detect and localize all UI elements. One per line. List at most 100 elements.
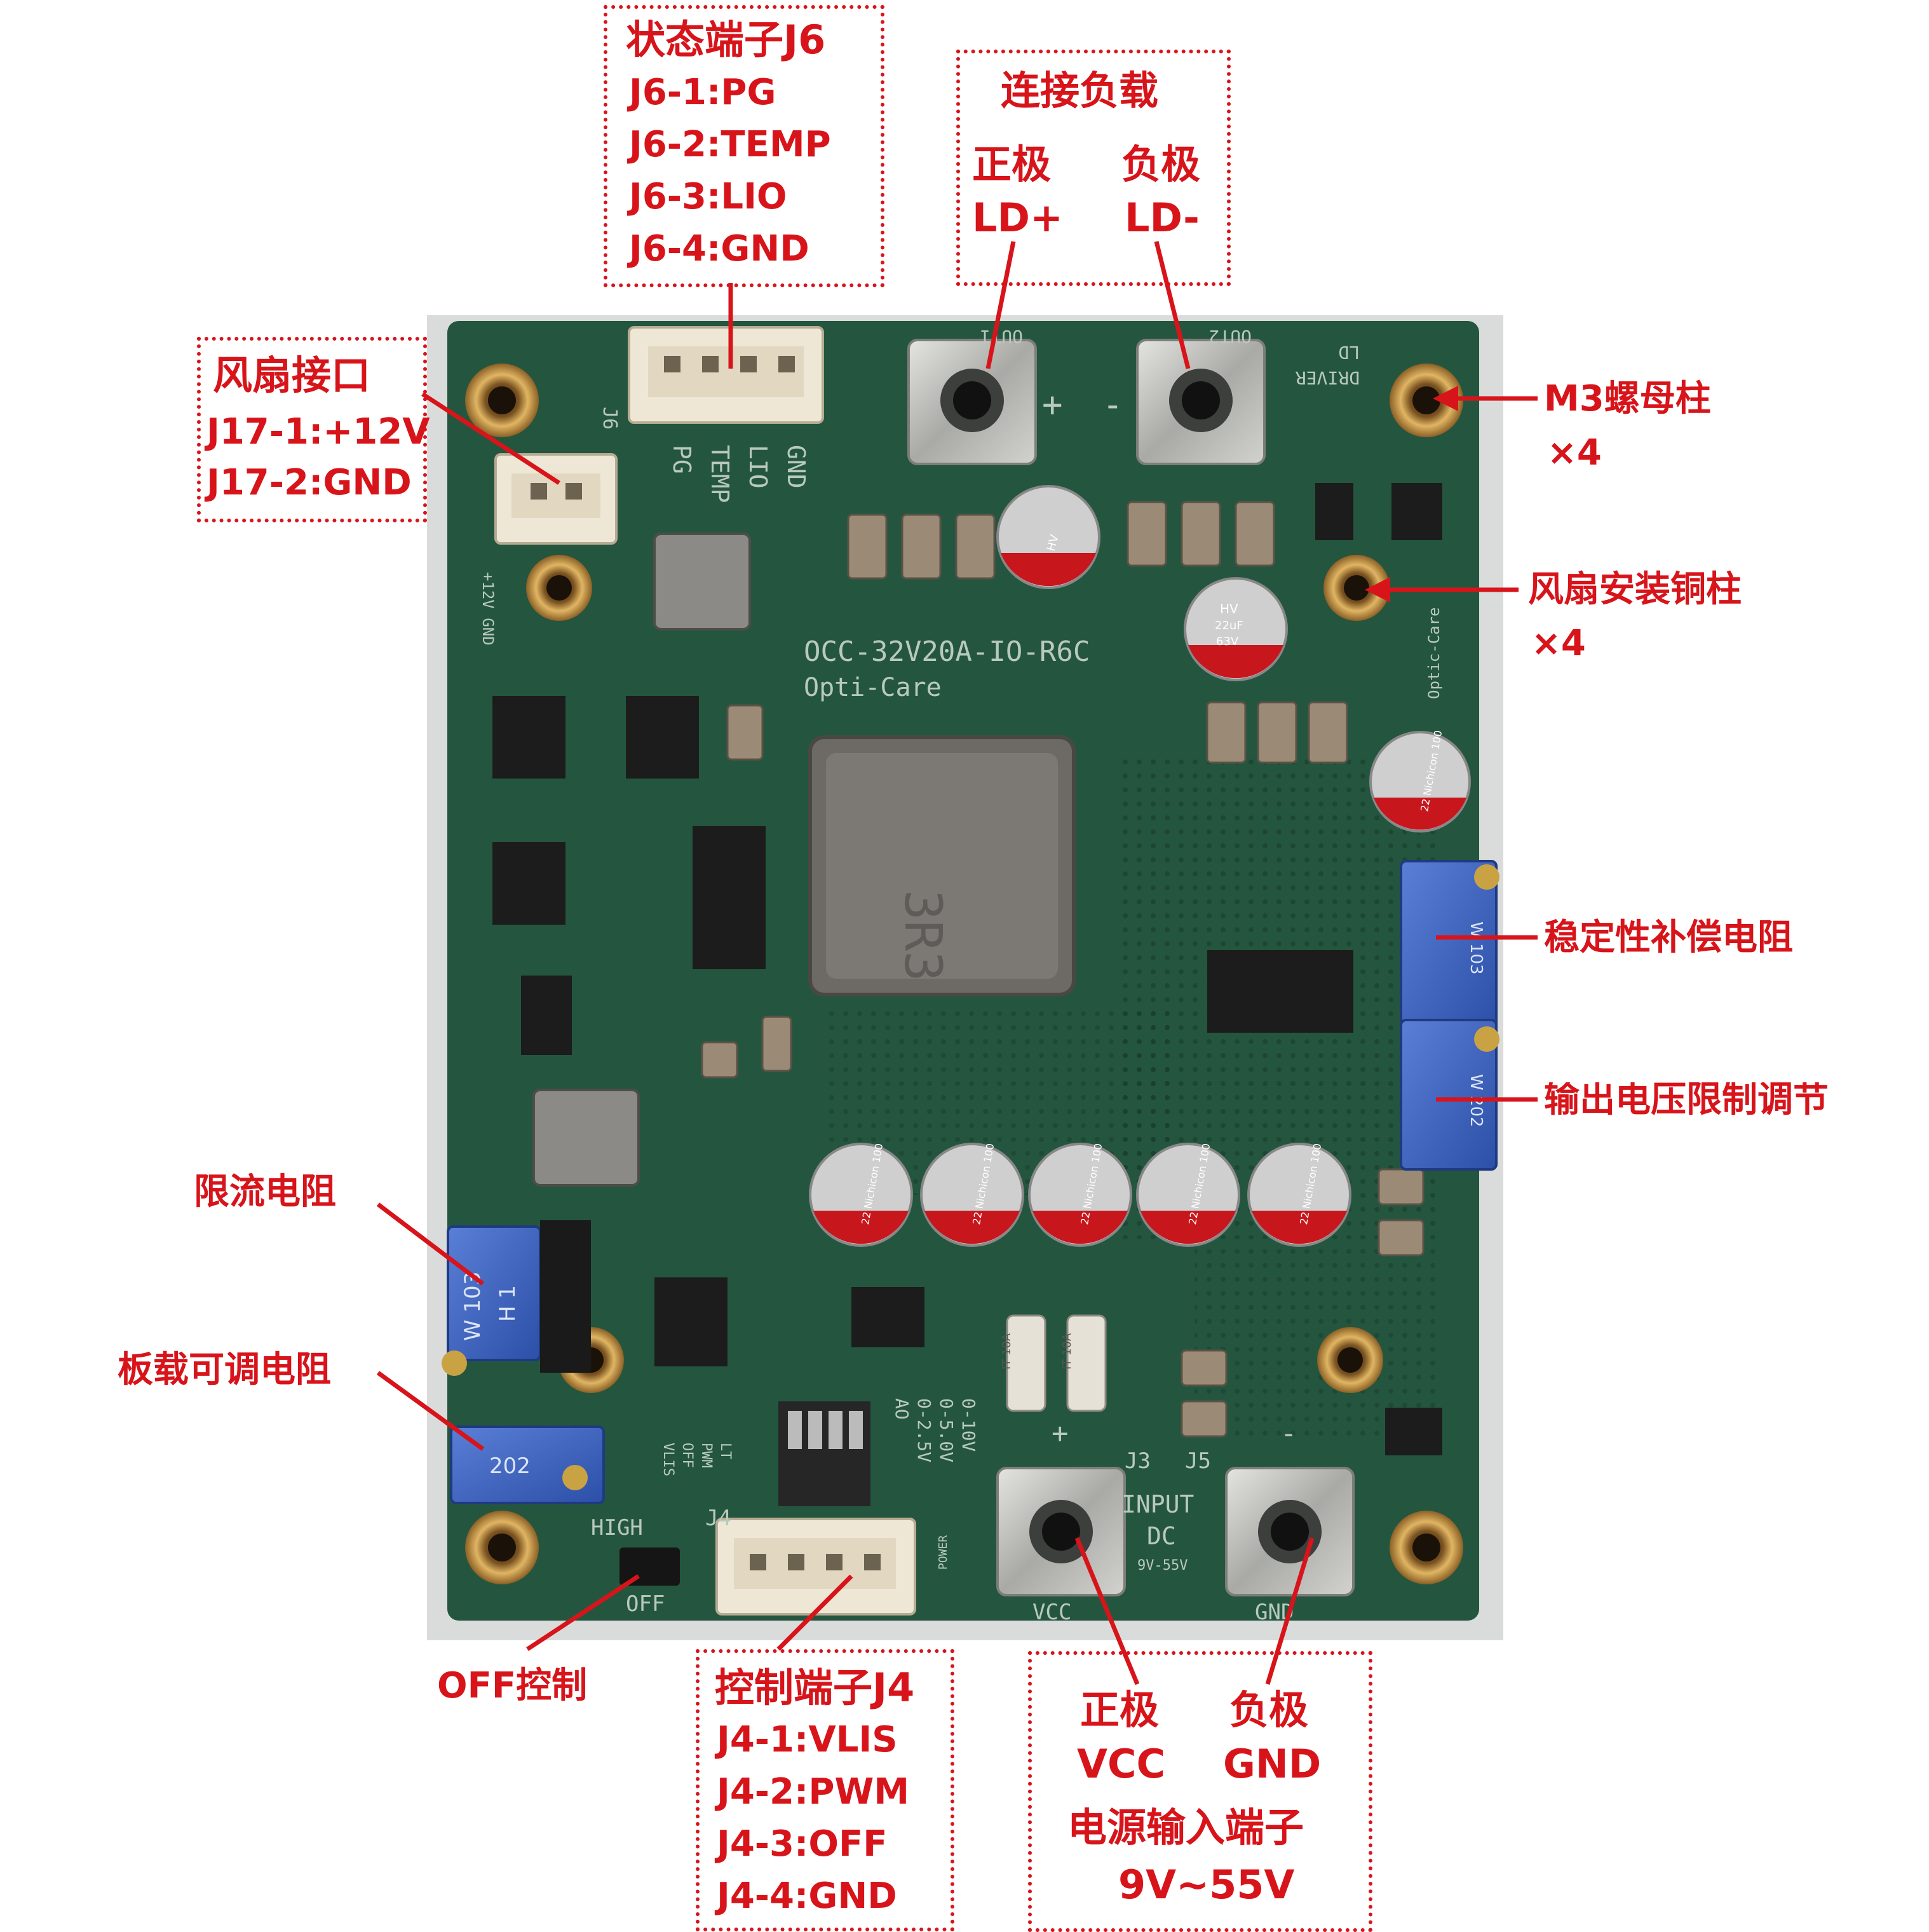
corner-nut-posts <box>465 364 1463 1584</box>
fan-title: 风扇接口 <box>213 352 371 398</box>
silk-pg: PG <box>668 445 696 474</box>
off-control-label: OFF控制 <box>437 1665 588 1706</box>
j4-pin-4: J4-4:GND <box>717 1875 897 1917</box>
silk-brand: Opti-Care <box>804 673 942 702</box>
silk-j5: J5 <box>1185 1448 1211 1474</box>
j4-pin-2: J4-2:PWM <box>717 1771 909 1813</box>
silk-ld-minus: - <box>1102 384 1123 425</box>
silk-driver: DRIVER <box>1296 367 1360 388</box>
silk-high: HIGH <box>591 1515 643 1541</box>
silk-cap-val: 22uF <box>1215 619 1243 632</box>
power-positive-cn: 正极 <box>1080 1687 1160 1733</box>
j4-connector <box>715 1518 916 1616</box>
silk-range-25: 0-2.5V <box>914 1398 935 1462</box>
silk-gnd-j6: GND <box>782 445 810 489</box>
silk-pot-mark2: H 1 <box>495 1285 520 1322</box>
silk-out1: OUT1 <box>980 326 1023 347</box>
silk-j17: +12V GND <box>479 572 497 646</box>
fan-annotation-box <box>197 337 427 522</box>
dip-switch <box>778 1401 870 1506</box>
load-title: 连接负载 <box>1001 67 1159 114</box>
silk-pot-mark3: 202 <box>489 1453 531 1479</box>
j4-title: 控制端子J4 <box>715 1664 915 1711</box>
silk-range-ao: AO <box>891 1398 912 1420</box>
main-inductor <box>808 735 1076 997</box>
power-input-range: 9V~55V <box>1118 1861 1295 1908</box>
fan-post-qty: ×4 <box>1531 623 1586 664</box>
load-negative-cn: 负极 <box>1121 141 1201 187</box>
off-jumper <box>619 1548 680 1586</box>
silk-range-50: 0-5.0V <box>936 1398 957 1462</box>
j4-pin-1: J4-1:VLIS <box>717 1719 898 1760</box>
load-positive-cn: 正极 <box>972 141 1052 187</box>
stability-resistor-label: 稳定性补偿电阻 <box>1544 917 1793 958</box>
silk-vcc: VCC <box>1032 1600 1071 1625</box>
silk-fuse-1: IT 10A <box>1000 1333 1013 1370</box>
silk-cap-hv: HV <box>1220 601 1238 616</box>
power-input-title: 电源输入端子 <box>1067 1804 1304 1851</box>
j4-pin-3: J4-3:OFF <box>717 1823 888 1865</box>
onboard-pot-label: 板载可调电阻 <box>118 1349 331 1391</box>
load-positive-sig: LD+ <box>972 194 1063 241</box>
via-field-lower <box>1195 1246 1436 1436</box>
power-positive-sig: VCC <box>1077 1741 1165 1787</box>
j17-connector <box>494 453 618 545</box>
silk-j6: J6 <box>599 407 621 430</box>
load-annotation-box <box>956 50 1231 286</box>
silk-inductor-value: 3R3 <box>893 890 952 982</box>
trim-potentiometers <box>442 860 1499 1504</box>
silk-input: INPUT <box>1121 1490 1194 1518</box>
silk-sw-off: OFF <box>679 1443 695 1468</box>
voltage-limit-label: 输出电压限制调节 <box>1544 1082 1829 1118</box>
silk-ld: LD <box>1338 342 1360 363</box>
silk-brand-side: Optic-Care <box>1425 608 1443 700</box>
silk-temp: TEMP <box>706 445 734 503</box>
silk-sw-pwm: PWM <box>698 1443 714 1468</box>
input-terminals <box>996 1467 1355 1596</box>
j6-pin-2: J6-2:TEMP <box>629 124 831 165</box>
load-negative-sig: LD- <box>1125 194 1200 241</box>
leader-arrowheads <box>1365 386 1458 602</box>
silk-cap-v: 63V <box>1216 635 1239 648</box>
electrolytic-caps <box>809 485 1471 1247</box>
silk-sw-vlis: VLIS <box>660 1443 676 1476</box>
silk-input-range: 9V-55V <box>1137 1558 1188 1574</box>
fuses <box>1006 1314 1107 1412</box>
silk-lio: LIO <box>744 445 772 489</box>
j6-pin-1: J6-1:PG <box>629 72 776 113</box>
j6-annotation-box <box>604 5 884 287</box>
current-limit-label: 限流电阻 <box>194 1171 336 1213</box>
m3-nut-qty: ×4 <box>1547 432 1602 473</box>
fan-copper-posts <box>526 555 1390 1393</box>
m3-nut-label: M3螺母柱 <box>1544 378 1711 419</box>
silk-pot-side: W 103 <box>1466 922 1486 975</box>
inductor-small-2 <box>532 1089 640 1187</box>
silk-out2: OUT2 <box>1209 326 1252 347</box>
silk-j4: J4 <box>705 1506 731 1531</box>
silk-fuse-2: IT 10A <box>1060 1333 1074 1370</box>
j6-pin-4: J6-4:GND <box>629 228 809 269</box>
fan-pin-2: J17-2:GND <box>206 462 412 503</box>
silk-j3: J3 <box>1125 1448 1151 1474</box>
power-negative-sig: GND <box>1223 1741 1322 1787</box>
ceramic-caps <box>701 501 1425 1438</box>
silk-off: OFF <box>626 1591 665 1617</box>
silk-ld-plus: + <box>1042 384 1063 425</box>
ic-chips <box>492 483 1442 1455</box>
j6-connector <box>628 326 824 424</box>
inductor-small-1 <box>653 533 751 630</box>
silk-input-minus: - <box>1280 1417 1297 1450</box>
silk-model: OCC-32V20A-IO-R6C <box>804 636 1090 668</box>
j6-pin-3: J6-3:LIO <box>629 176 787 217</box>
silk-sw-lt: LT <box>717 1443 733 1460</box>
fan-pin-1: J17-1:+12V <box>206 411 430 452</box>
silk-dc: DC <box>1147 1522 1176 1550</box>
fan-post-label: 风扇安装铜柱 <box>1528 569 1742 610</box>
leader-lines <box>376 241 1538 1685</box>
silk-range-10: 0-10V <box>958 1398 979 1452</box>
silk-power: POWER <box>937 1535 950 1570</box>
silk-input-plus: + <box>1052 1417 1069 1450</box>
ld-terminals <box>907 339 1266 465</box>
power-negative-cn: 负极 <box>1229 1687 1309 1733</box>
